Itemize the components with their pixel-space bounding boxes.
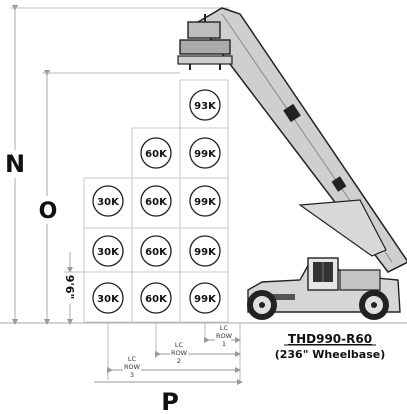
container-capacity-label: 30K (97, 294, 120, 305)
machine-model-label: THD990-R60 (288, 332, 372, 346)
row-3-label-line2: ROW (124, 363, 141, 371)
stack-row-2: 60K 60K 60K 60K (131, 127, 181, 323)
container-capacity-label: 99K (194, 197, 217, 208)
row-1-label-line1: LC (220, 324, 229, 332)
dimension-o: O (36, 70, 180, 325)
row-3-label-line3: 3 (130, 371, 134, 379)
row-2-label-line3: 2 (177, 357, 181, 365)
container-stacks: 30K 30K 30K 60K 60K 60K 60K (83, 79, 229, 323)
machine-wheelbase-label: (236" Wheelbase) (275, 348, 386, 361)
container-capacity-label: 99K (194, 149, 217, 160)
row-dimensions: LC ROW 1 LC ROW 2 LC ROW 3 P (94, 323, 243, 414)
spreader-icon (177, 14, 233, 70)
dimension-n: N (2, 5, 230, 325)
front-wheel-icon (247, 290, 277, 320)
container-capacity-label: 99K (194, 247, 217, 258)
container-height-dimension: 9'6" (63, 252, 84, 325)
container-capacity-label: 93K (194, 101, 217, 112)
container-capacity-label: 30K (97, 197, 120, 208)
dimension-p-label: P (161, 388, 179, 414)
rear-wheel-icon (359, 290, 389, 320)
container-capacity-label: 99K (194, 294, 217, 305)
reach-stacker-machine (177, 7, 407, 320)
row-2-label-line1: LC (175, 341, 184, 349)
row-3-label-line1: LC (128, 355, 137, 363)
row-1-label-line2: ROW (216, 332, 233, 340)
cab-icon (307, 257, 339, 291)
container-capacity-label: 60K (145, 197, 168, 208)
container-capacity-label: 60K (145, 247, 168, 258)
dimension-o-label: O (39, 199, 58, 224)
dimension-n-label: N (5, 150, 25, 178)
row-2-label-line2: ROW (171, 349, 188, 357)
stack-row-3: 30K 30K 30K (83, 177, 133, 323)
stack-row-1: 99K 99K 99K 99K 93K (179, 79, 229, 323)
row-1-label-line3: 1 (222, 340, 226, 348)
container-height-label: 9'6" (63, 275, 76, 299)
container-capacity-label: 60K (145, 294, 168, 305)
container-capacity-label: 30K (97, 247, 120, 258)
container-capacity-label: 60K (145, 149, 168, 160)
